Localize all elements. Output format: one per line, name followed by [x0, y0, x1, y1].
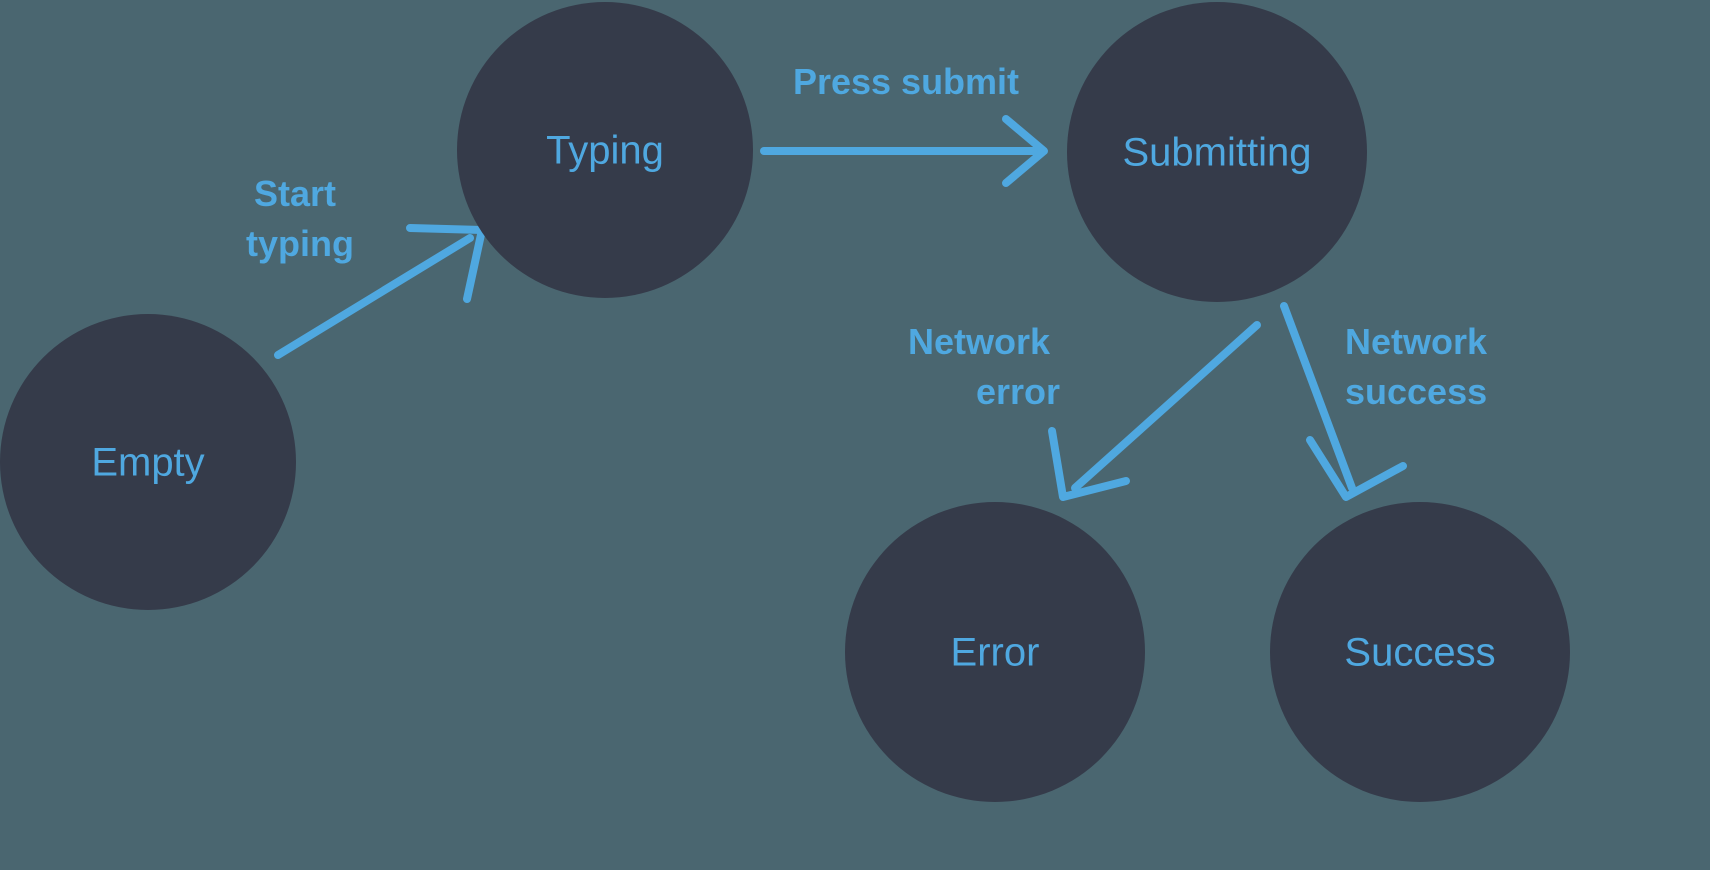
transition-submitting-to-success[interactable] — [1280, 302, 1407, 501]
state-circle-submitting — [1067, 2, 1367, 302]
state-label-success: Success — [1344, 631, 1495, 675]
transition-typing-to-submitting[interactable] — [760, 115, 1048, 187]
transition-label-line: success — [1345, 371, 1487, 412]
transition-label-press-submit: Press submit — [793, 61, 1019, 102]
state-node-error[interactable]: Error — [845, 502, 1145, 802]
state-label-error: Error — [951, 631, 1040, 675]
state-node-typing[interactable]: Typing — [457, 2, 753, 298]
transition-line-submitting-to-error — [1071, 321, 1261, 492]
state-circle-empty — [0, 314, 296, 610]
transition-label-network-error: Network error — [908, 321, 1060, 412]
transition-label-start-typing: Start typing — [246, 173, 354, 264]
state-label-typing: Typing — [546, 129, 664, 173]
state-circle-success — [1270, 502, 1570, 802]
transition-label-line: Start — [254, 173, 336, 214]
transition-label-line: Press submit — [793, 61, 1019, 102]
state-label-submitting: Submitting — [1123, 131, 1312, 175]
transition-label-line: Network — [908, 321, 1051, 362]
state-node-empty[interactable]: Empty — [0, 314, 296, 610]
transition-label-line: error — [976, 371, 1060, 412]
transition-label-network-success: Network success — [1345, 321, 1497, 412]
transition-submitting-to-error[interactable] — [1048, 321, 1261, 501]
state-label-empty: Empty — [91, 441, 204, 485]
state-circle-error — [845, 502, 1145, 802]
transition-line-empty-to-typing — [274, 234, 474, 359]
state-node-submitting[interactable]: Submitting — [1067, 2, 1367, 302]
state-node-success[interactable]: Success — [1270, 502, 1570, 802]
transition-line-submitting-to-success — [1280, 302, 1356, 492]
transition-label-line: typing — [246, 223, 354, 264]
arrowhead-submitting-to-success — [1306, 436, 1407, 501]
state-circle-typing — [457, 2, 753, 298]
transition-label-line: Network — [1345, 321, 1488, 362]
arrowhead-typing-to-submitting — [1002, 115, 1048, 187]
arrowhead-submitting-to-error — [1048, 427, 1130, 501]
